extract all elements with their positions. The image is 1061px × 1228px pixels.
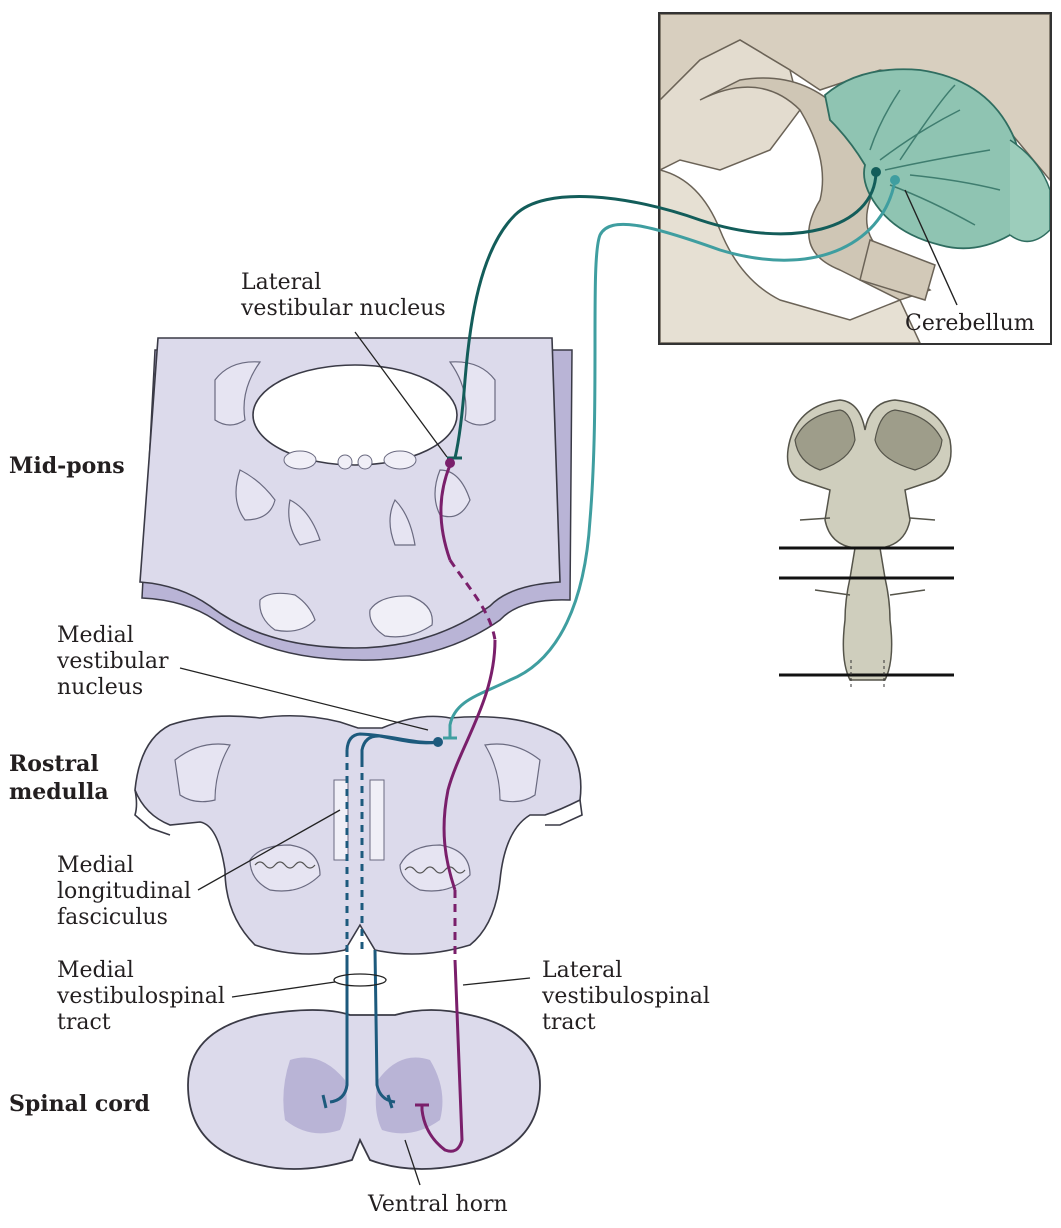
lateral-vestibular-neuron [445,458,455,468]
label-ventral-horn: Ventral horn [368,1192,508,1217]
sagittal-brain-inset [658,12,1052,345]
label-lateral-vestibular-nucleus: Lateral vestibular nucleus [241,270,446,321]
label-medial-longitudinal-fasciculus: Medial longitudinal fasciculus [57,853,192,930]
level-label-rostral-medulla: Rostral medulla [9,751,109,805]
level-label-midpons: Mid-pons [9,453,125,479]
label-medial-vestibular-nucleus: Medial vestibular nucleus [57,623,169,700]
label-medial-vestibulospinal-tract: Medial vestibulospinal tract [57,958,225,1035]
leader-lines [179,331,531,1186]
medial-vestibular-neuron [433,737,443,747]
label-cerebellum: Cerebellum [905,311,1035,336]
label-lateral-vestibulospinal-tract: Lateral vestibulospinal tract [542,958,710,1035]
level-label-spinal-cord: Spinal cord [9,1091,150,1117]
spinal-cord-section [187,1009,541,1170]
cerebellar-neuron-light [890,175,900,185]
cerebellar-neuron-dark [871,167,881,177]
brainstem-ventral-view [779,399,954,690]
pathways [321,167,900,1153]
midpons-section [139,337,573,661]
rostral-medulla-section [134,714,583,955]
